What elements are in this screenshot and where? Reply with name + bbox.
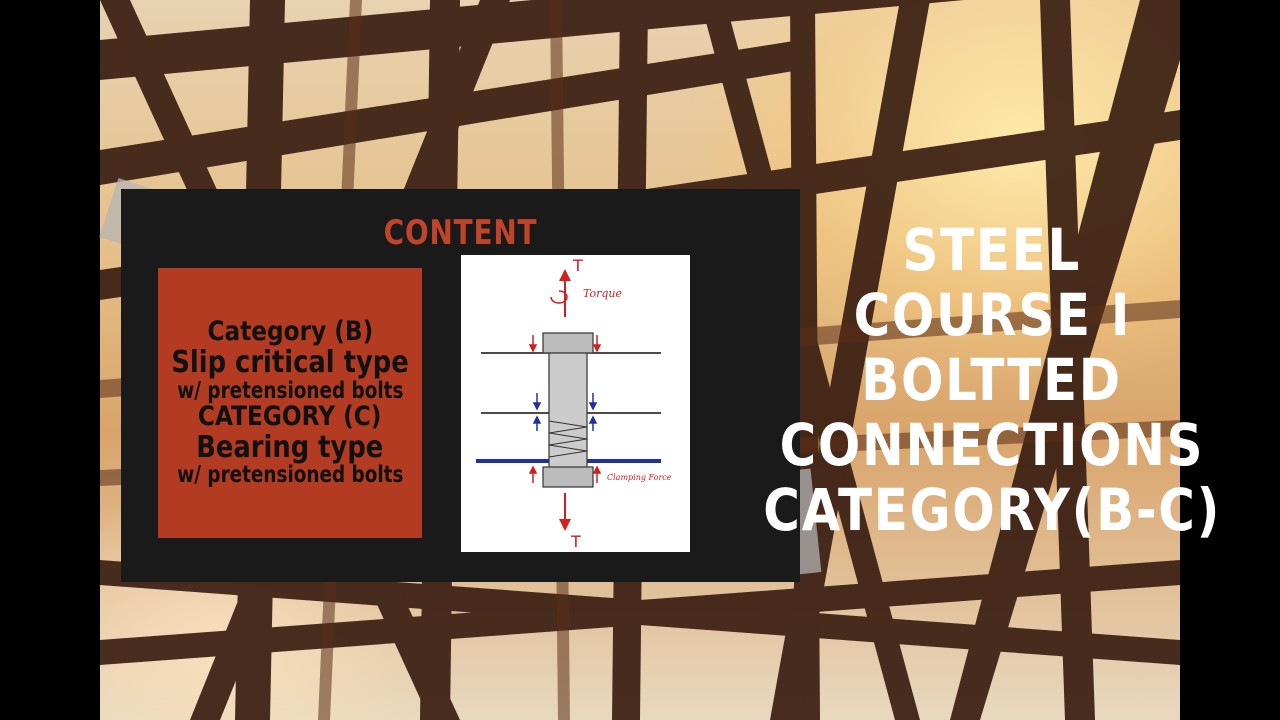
bolt-diagram: T Torque T Clamping Force bbox=[461, 255, 690, 552]
category-b-heading: Category (B) bbox=[207, 316, 373, 348]
tension-label-top: T bbox=[572, 256, 583, 275]
category-b-note: w/ pretensioned bolts bbox=[176, 377, 404, 404]
tension-arrowhead-bottom bbox=[559, 519, 571, 531]
category-c-heading: CATEGORY (C) bbox=[198, 401, 382, 432]
clamping-force-label: Clamping Force bbox=[607, 473, 672, 482]
bolt-thread bbox=[548, 420, 588, 458]
bolt-diagram-svg: T Torque T Clamping Force bbox=[476, 256, 672, 551]
torque-label: Torque bbox=[583, 287, 622, 300]
title-line-5: CATEGORY(B-C) bbox=[763, 476, 1221, 544]
category-b-type: Slip critical type bbox=[171, 344, 409, 380]
bolt-nut bbox=[542, 466, 594, 488]
clamp-arrows-middle bbox=[532, 393, 598, 431]
title-line-3: BOLTTED bbox=[861, 346, 1123, 414]
content-title: CONTENT bbox=[383, 213, 538, 253]
torque-icon bbox=[550, 290, 568, 304]
title-line-4: CONNECTIONS bbox=[779, 411, 1205, 479]
clamp-arrows-top bbox=[528, 335, 602, 353]
category-c-note: w/ pretensioned bolts bbox=[176, 462, 404, 489]
category-c-type: Bearing type bbox=[196, 429, 384, 465]
course-title: STEEL COURSE I BOLTTED CONNECTIONS CATEG… bbox=[763, 216, 1219, 543]
title-line-1: STEEL bbox=[902, 216, 1082, 284]
tension-arrowhead-top bbox=[559, 269, 571, 281]
clamp-arrows-bottom bbox=[528, 465, 602, 483]
bolt-head bbox=[542, 332, 594, 354]
tension-label-bottom: T bbox=[570, 532, 581, 551]
categories-box: Category (B) Slip critical type w/ prete… bbox=[158, 268, 422, 538]
title-line-2: COURSE I bbox=[853, 281, 1131, 349]
bolt-shank bbox=[548, 352, 588, 474]
content-panel: CONTENT Category (B) Slip critical type … bbox=[121, 189, 800, 582]
